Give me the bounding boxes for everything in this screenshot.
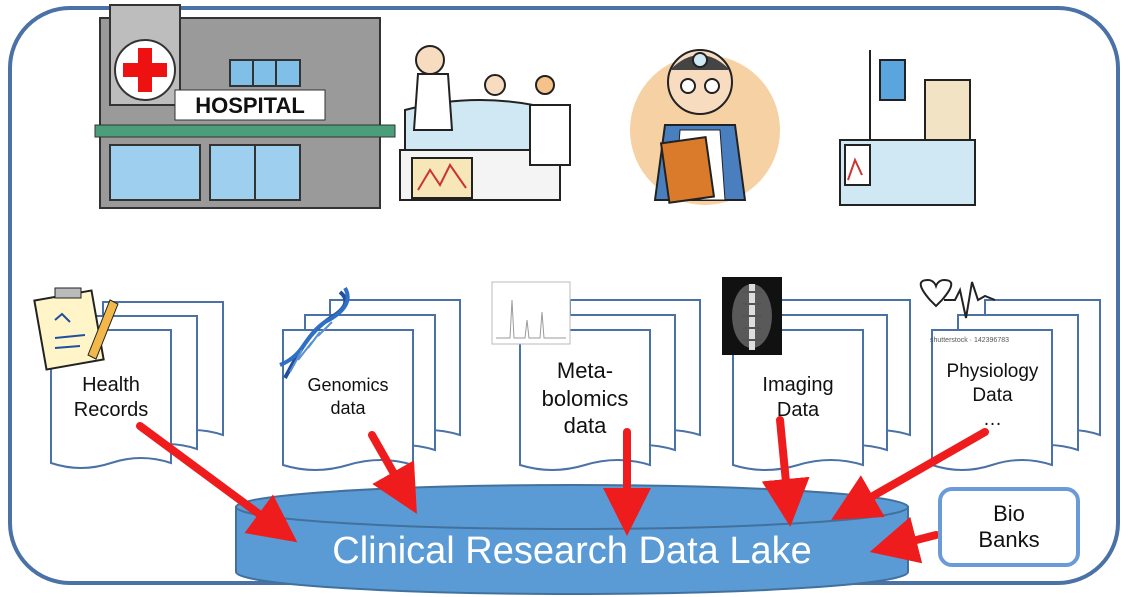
heartbeat-icon <box>919 278 996 319</box>
label-line: Records <box>73 399 149 421</box>
label-metabolomics: Meta- bolomics data <box>525 357 645 440</box>
image-credit: shutterstock · 142396783 <box>930 337 1009 344</box>
data-lake-label: Clinical Research Data Lake <box>332 530 812 572</box>
arrow-biobanks <box>869 516 940 564</box>
xray-spine-icon <box>722 277 782 355</box>
label-line: data <box>563 413 607 438</box>
doc-stack-physiology <box>931 299 1101 471</box>
label-line: bolomics <box>541 385 629 411</box>
arrow-imaging <box>761 416 810 527</box>
biobanks-line: Banks <box>978 527 1040 552</box>
label-line: Imaging <box>762 374 834 396</box>
label-line: Genomics <box>307 375 389 395</box>
label-physiology: Physiology Data … <box>935 360 1050 431</box>
arrow-health-records <box>136 422 298 543</box>
doc-stack-genomics <box>282 299 461 471</box>
label-line: Health <box>82 374 140 396</box>
hospital-icon: HOSPITAL <box>94 4 396 209</box>
flow-arrows <box>136 416 989 564</box>
label-health-records: Health Records <box>56 373 166 423</box>
doctor-clipboard-icon <box>630 49 780 205</box>
biobanks-line: Bio <box>993 500 1025 526</box>
label-line: … <box>983 408 1002 430</box>
label-imaging: Imaging Data <box>738 373 858 423</box>
dna-helix-icon <box>279 286 350 379</box>
doc-stack-imaging <box>732 299 911 471</box>
biobanks-box: Bio Banks <box>938 487 1080 567</box>
spectrum-plot-icon <box>491 281 571 345</box>
patient-iv-icon <box>839 50 976 206</box>
label-line: Data <box>776 399 820 421</box>
doctor-bedside-icon <box>399 45 571 201</box>
doc-stack-metabolomics <box>519 299 701 471</box>
label-line: Physiology <box>946 361 1039 382</box>
arrow-genomics <box>368 431 417 514</box>
label-line: data <box>330 397 366 418</box>
label-genomics: Genomics data <box>292 374 404 419</box>
label-line: Meta- <box>556 358 614 383</box>
arrow-physiology <box>831 428 989 520</box>
doc-stack-health-records <box>50 301 224 469</box>
label-line: Data <box>972 384 1013 406</box>
hospital-sign-text: HOSPITAL <box>195 93 305 118</box>
clipboard-pencil-icon <box>33 287 119 371</box>
